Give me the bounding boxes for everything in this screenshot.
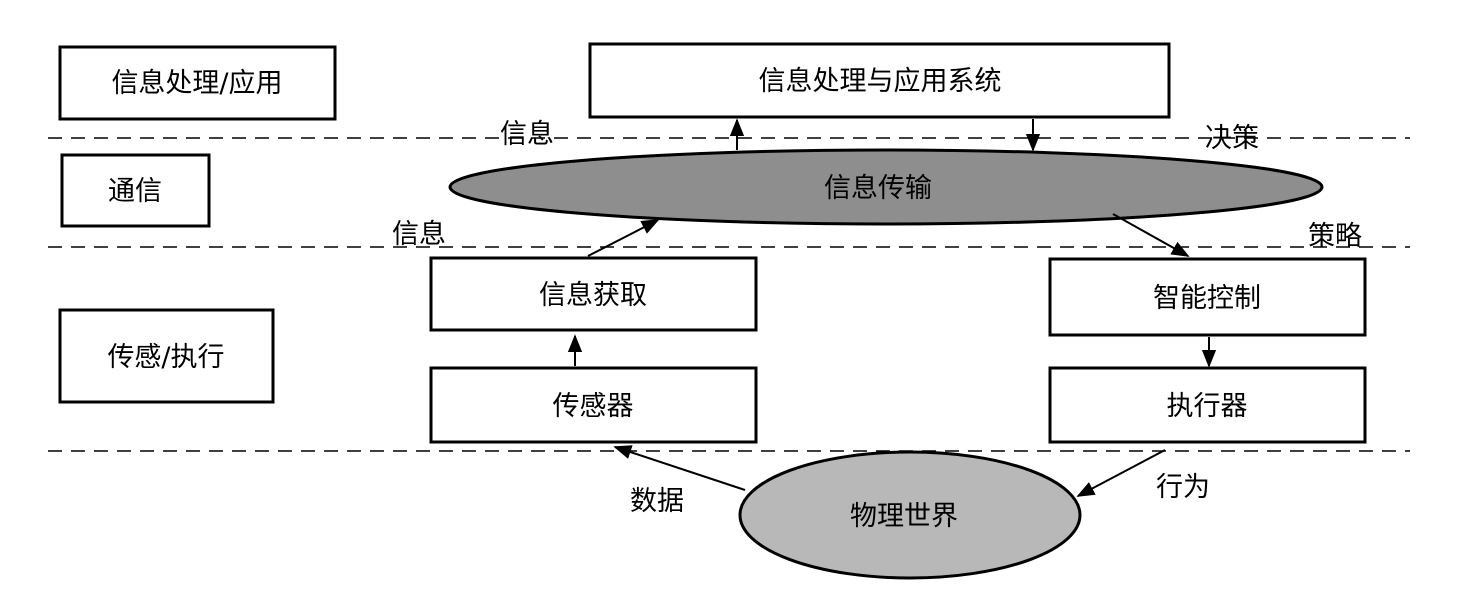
layer-label-communication: 通信 [108,176,162,207]
edge-label-data: 数据 [630,486,684,517]
edge-label-info-mid: 信息 [392,219,446,250]
node-sensor [429,366,758,444]
node-actuator-label: 执行器 [1167,391,1248,422]
node-info-acquisition-label: 信息获取 [539,280,647,311]
arrow-world-to-sensor [613,445,746,491]
node-actuator [1048,366,1367,444]
edge-label-behavior: 行为 [1156,472,1210,503]
node-info-acquisition [429,256,758,332]
node-physical-world [738,450,1082,580]
edge-label-strategy: 策略 [1308,221,1362,252]
node-intelligent-control [1048,257,1367,337]
arrow-acquisition-to-transmission [587,219,660,257]
layer-box-application [58,45,337,121]
edge-label-decision: 决策 [1205,123,1259,154]
node-physical-world-label: 物理世界 [850,501,958,532]
node-info-transmission [448,148,1324,226]
layer-label-application: 信息处理/应用 [111,68,282,99]
layer-label-sensing-execution: 传感/执行 [107,342,224,373]
layer-box-sensing-execution [58,308,275,404]
node-app-system [588,42,1171,119]
node-info-transmission-label: 信息传输 [824,173,932,204]
node-intelligent-control-label: 智能控制 [1153,283,1261,314]
arrow-actuator-to-world [1076,449,1166,497]
edge-label-info-top: 信息 [500,119,554,150]
layer-box-communication [60,153,211,228]
node-sensor-label: 传感器 [553,391,634,422]
arrow-transmission-to-control [1112,213,1190,257]
node-app-system-label: 信息处理与应用系统 [759,66,1002,97]
